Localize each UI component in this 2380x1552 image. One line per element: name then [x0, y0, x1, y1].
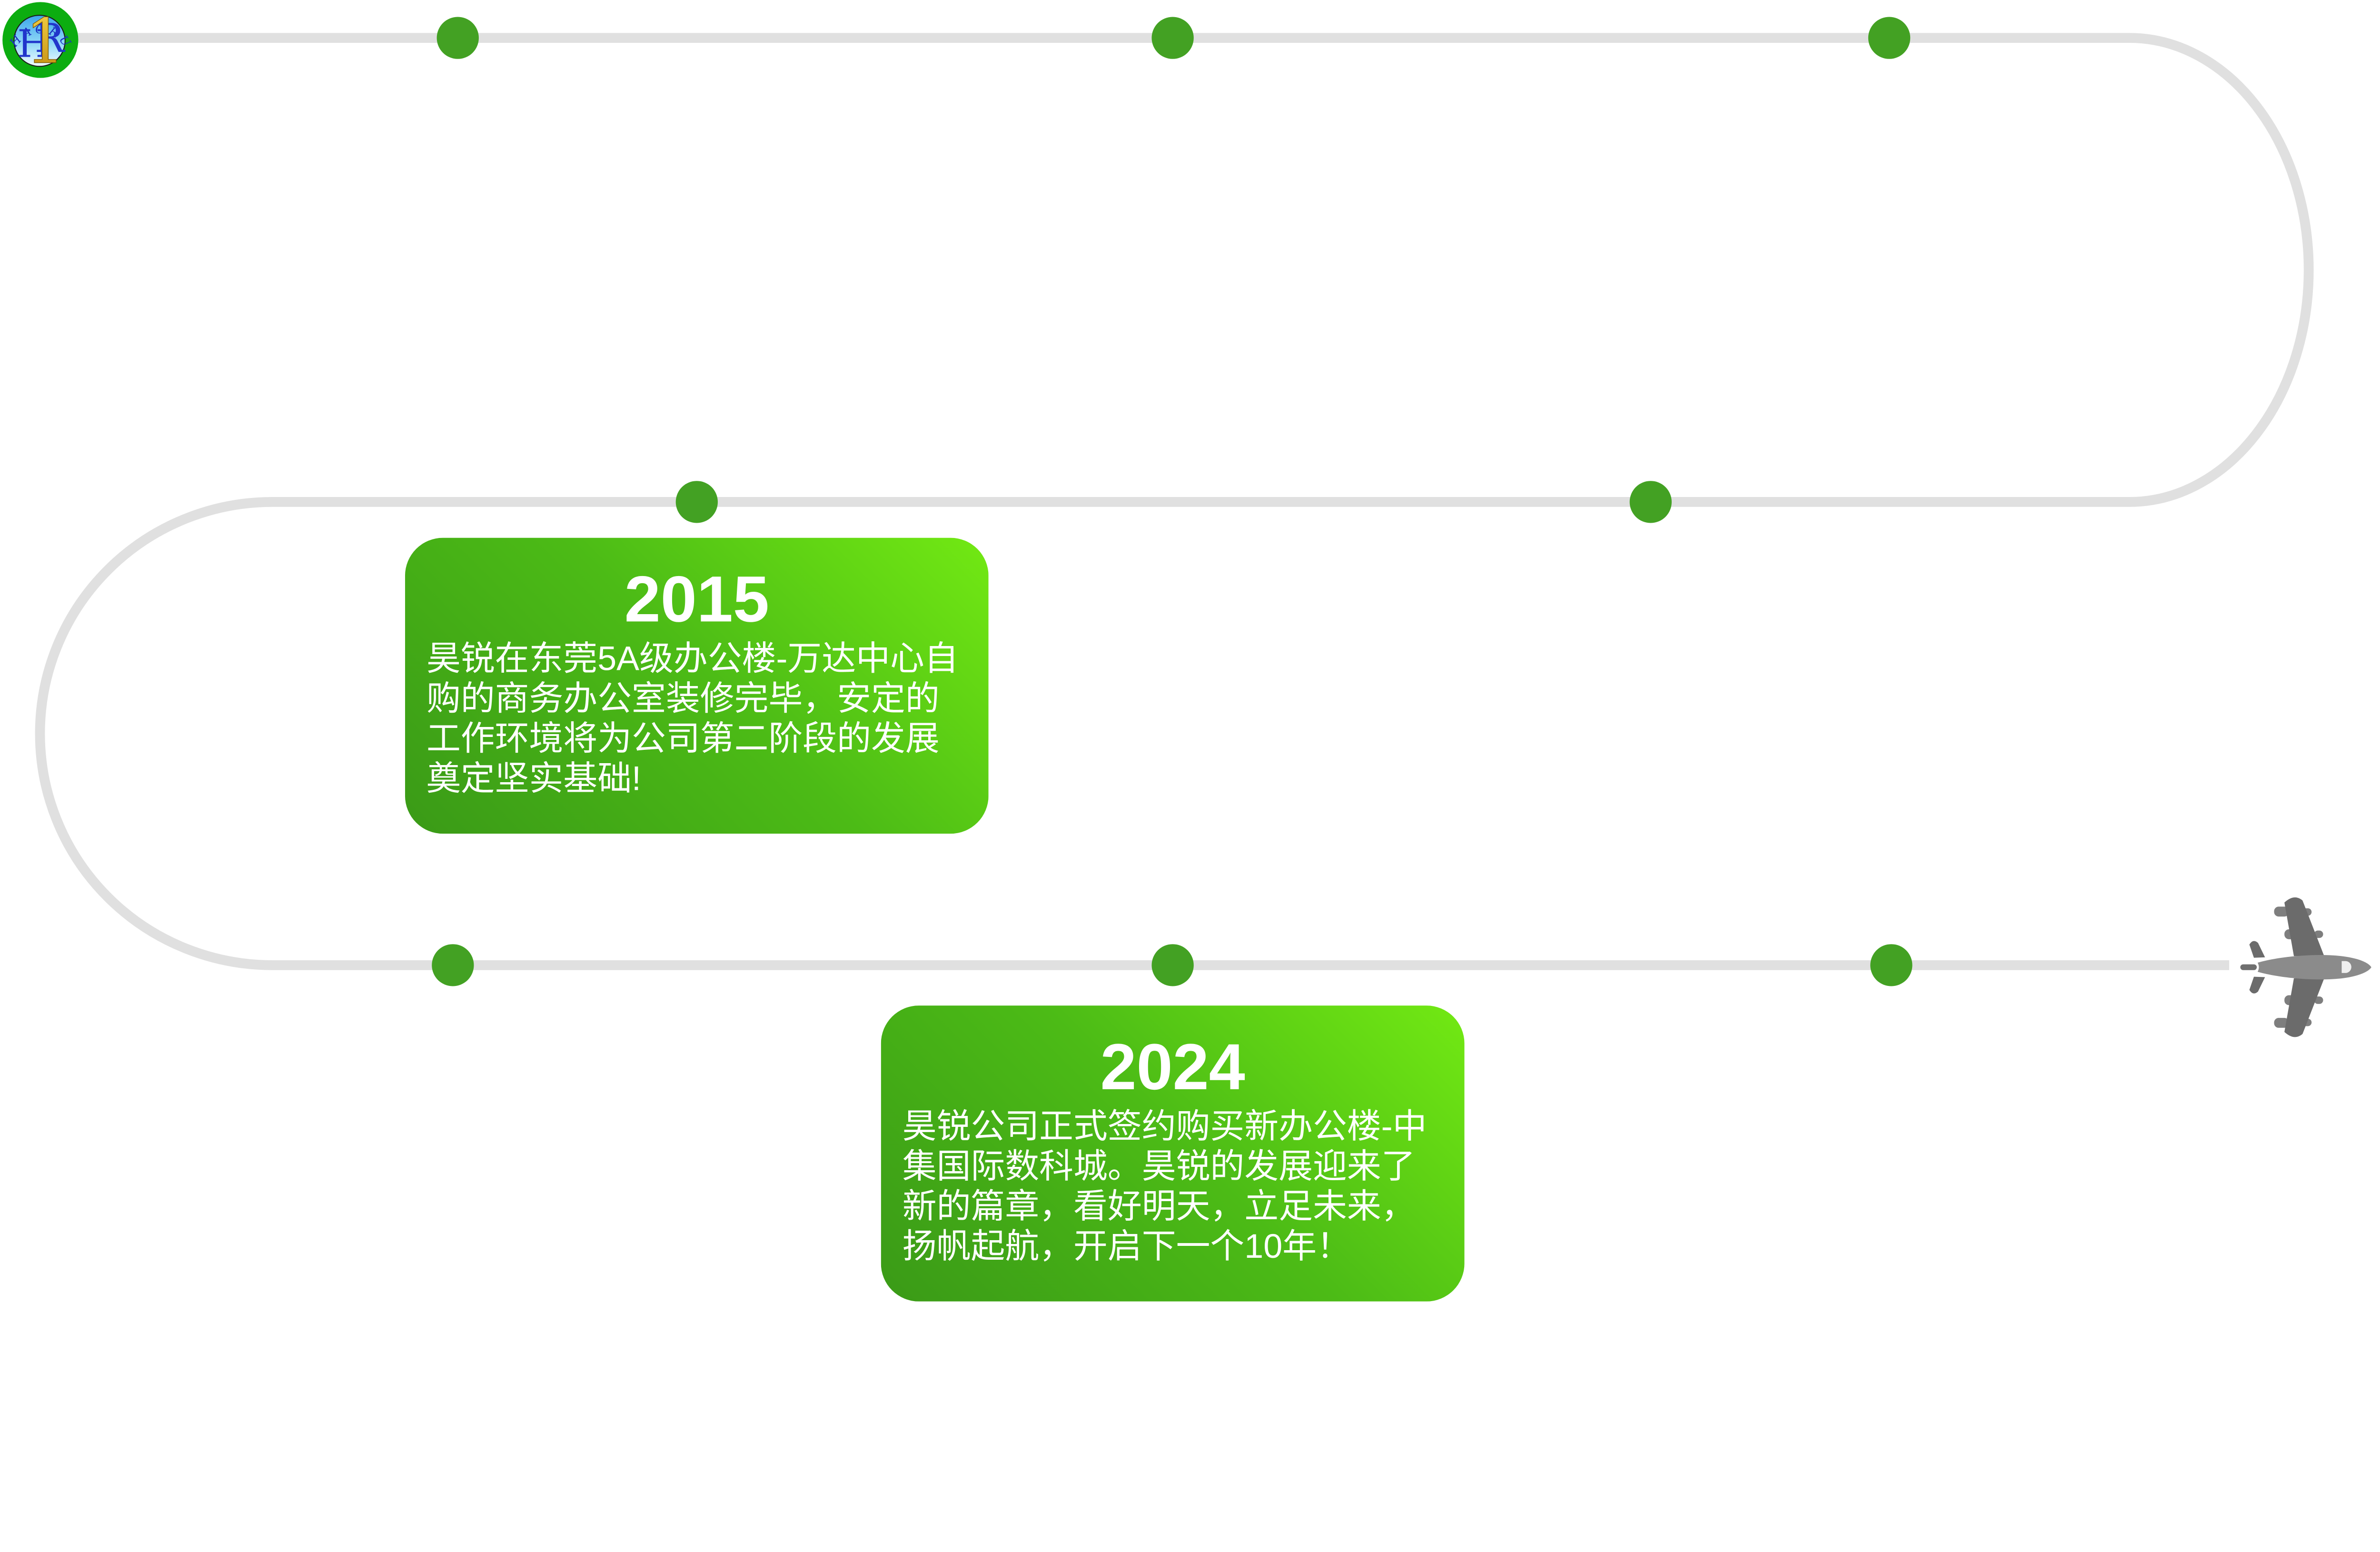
logo-inner-circle	[13, 14, 66, 67]
logo-letter-h: H	[17, 21, 50, 66]
milestone-year: 2024	[1100, 1030, 1245, 1104]
company-logo: HAORUI H R 1	[0, 0, 79, 78]
milestone-card-2015: 2015 昊锐在东莞5A级办公楼-万达中心自 购的商务办公室装修完毕，安定的 工…	[405, 537, 989, 834]
timeline-dot	[1868, 17, 1911, 59]
timeline-dot	[1629, 481, 1672, 523]
timeline-canvas: HAORUI H R 1 2015 昊锐在东莞5A级办公楼-万达中心自 购的商务	[0, 0, 2371, 1302]
airplane-wing-bottom	[2284, 978, 2325, 1037]
timeline-track	[35, 33, 2314, 970]
airplane-tailplane-bottom	[2249, 976, 2265, 994]
milestone-description: 昊锐公司正式签约购买新办公楼-中 集国际数科城。昊锐的发展迎来了 新的篇章，看好…	[902, 1107, 1427, 1265]
airplane-fuselage	[2257, 955, 2371, 980]
timeline-dot	[432, 944, 474, 986]
milestone-card-2024: 2024 昊锐公司正式签约购买新办公楼-中 集国际数科城。昊锐的发展迎来了 新的…	[881, 1005, 1465, 1302]
timeline-dot	[1151, 17, 1194, 59]
airplane-wing-top	[2284, 897, 2325, 957]
timeline-dot	[675, 481, 718, 523]
airplane-icon	[2240, 897, 2371, 1037]
airplane-tailplane-top	[2249, 941, 2265, 958]
airplane-tail-cone	[2240, 964, 2257, 970]
logo-letter-one: 1	[26, 5, 65, 78]
milestone-description: 昊锐在东莞5A级办公楼-万达中心自 购的商务办公室装修完毕，安定的 工作环境将为…	[426, 639, 959, 798]
timeline-dot	[1151, 944, 1194, 986]
timeline-dot	[1870, 944, 1913, 986]
timeline-dot	[436, 17, 479, 59]
logo-letter-r: R	[35, 15, 66, 61]
milestone-year: 2015	[624, 563, 769, 636]
